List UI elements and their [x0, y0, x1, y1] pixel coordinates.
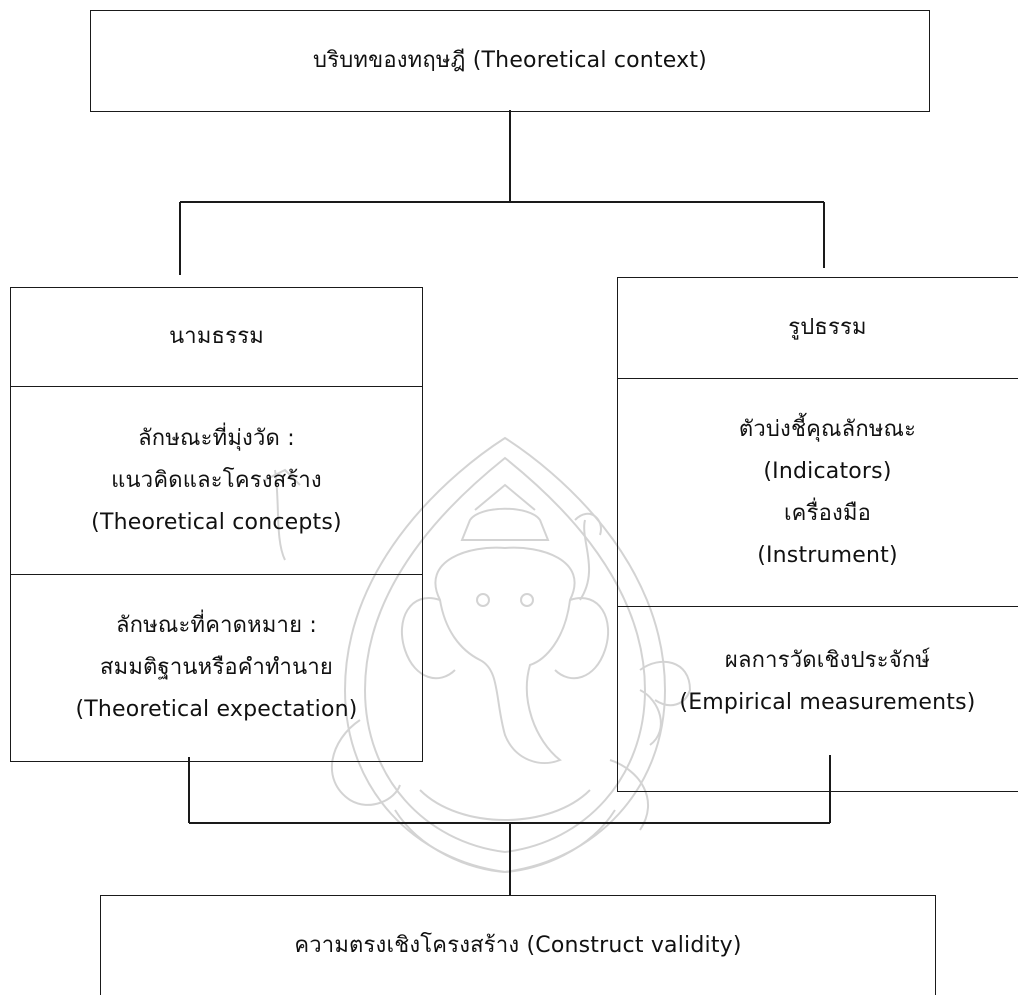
theoretical-context-label: บริบทของทฤษฎี (Theoretical context) — [313, 48, 707, 73]
concept-structure-line: แนวคิดและโครงสร้าง — [111, 467, 322, 493]
instrument-thai-line: เครื่องมือ — [783, 500, 872, 526]
expected-trait-line: ลักษณะที่คาดหมาย : — [115, 613, 318, 638]
abstract-box: นามธรรม ลักษณะที่มุ่งวัด : แนวคิดและโครง… — [10, 287, 423, 762]
instrument-line: (Instrument) — [757, 542, 898, 568]
abstract-header: นามธรรม — [169, 324, 264, 349]
hypothesis-prediction-line: สมมติฐานหรือคำทำนาย — [100, 655, 333, 680]
theoretical-concepts-line: (Theoretical concepts) — [91, 509, 342, 535]
empirical-measurements-line: (Empirical measurements) — [679, 689, 976, 715]
construct-validity-box: ความตรงเชิงโครงสร้าง (Construct validity… — [100, 895, 936, 995]
indicators-thai-line: ตัวบ่งชี้คุณลักษณะ — [738, 416, 917, 442]
concrete-header: รูปธรรม — [788, 315, 867, 340]
indicators-line: (Indicators) — [763, 458, 892, 484]
concrete-box: รูปธรรม ตัวบ่งชี้คุณลักษณะ (Indicators) … — [617, 277, 1018, 792]
empirical-thai-line: ผลการวัดเชิงประจักษ์ — [724, 647, 931, 673]
theoretical-expectation-line: (Theoretical expectation) — [75, 697, 358, 722]
theoretical-context-box: บริบทของทฤษฎี (Theoretical context) — [90, 10, 930, 112]
measured-trait-line: ลักษณะที่มุ่งวัด : — [138, 425, 295, 451]
construct-validity-label: ความตรงเชิงโครงสร้าง (Construct validity… — [294, 933, 742, 958]
